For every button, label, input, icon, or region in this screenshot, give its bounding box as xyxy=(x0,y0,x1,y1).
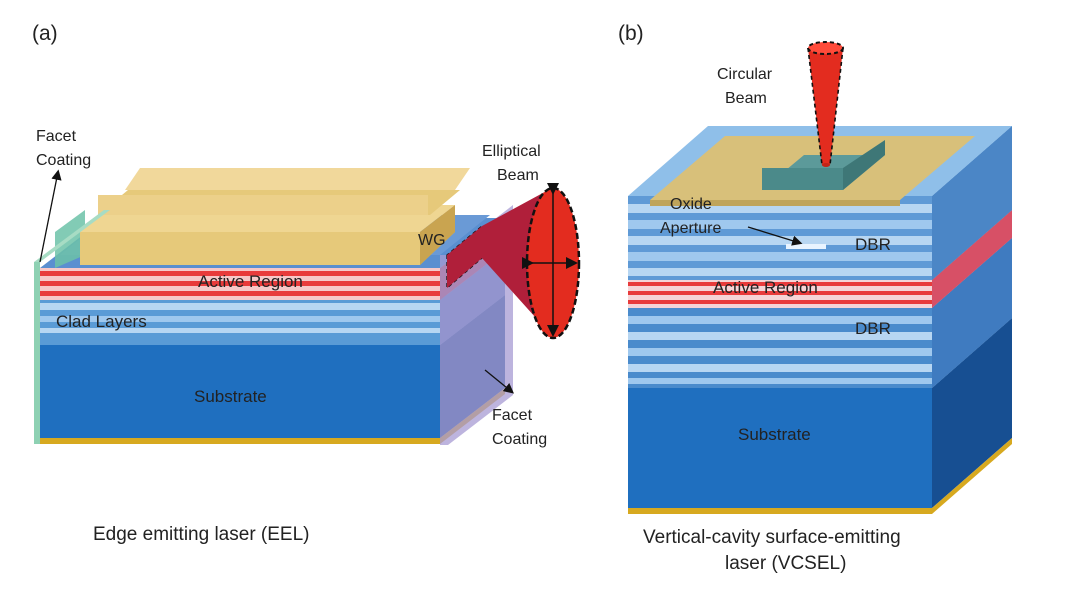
circular-beam-label-1: Circular xyxy=(717,66,773,83)
vcsel-substrate-label: Substrate xyxy=(738,425,811,444)
eel-substrate-label: Substrate xyxy=(194,387,267,406)
panel-a: (a) xyxy=(32,22,581,545)
elliptical-beam-label-2: Beam xyxy=(497,167,539,184)
panel-a-caption: Edge emitting laser (EEL) xyxy=(93,524,310,545)
clad-layers-label: Clad Layers xyxy=(56,312,147,331)
eel-active-region-label: Active Region xyxy=(198,272,303,291)
wg-label: WG xyxy=(418,232,446,249)
circular-beam xyxy=(807,41,844,167)
oxide-aperture-mark xyxy=(786,244,826,249)
eel-facet-coating-left-top xyxy=(34,210,110,262)
vcsel-active-region-label: Active Region xyxy=(713,278,818,297)
eel-substrate-front xyxy=(40,345,440,438)
panel-b-tag: (b) xyxy=(618,22,644,45)
elliptical-beam xyxy=(447,183,581,340)
vcsel-substrate xyxy=(628,318,1012,514)
eel-facet-coating-left xyxy=(34,262,40,444)
dbr-bottom-label: DBR xyxy=(855,319,891,338)
facet-coating-bottom-label-1: Facet xyxy=(492,407,533,424)
facet-coating-top-arrow xyxy=(39,169,62,263)
panel-b: (b) xyxy=(618,22,1012,574)
facet-coating-bottom-label-2: Coating xyxy=(492,431,547,448)
facet-coating-top-label-2: Coating xyxy=(36,152,91,169)
eel-ridge-contacts xyxy=(80,168,470,265)
oxide-aperture-arrow xyxy=(747,226,803,246)
vcsel-bottom-dbr xyxy=(628,238,1012,388)
circular-beam-top xyxy=(807,41,844,55)
panel-b-caption-2: laser (VCSEL) xyxy=(725,553,846,574)
oxide-aperture-label-1: Oxide xyxy=(670,196,712,213)
facet-coating-top-label-1: Facet xyxy=(36,128,77,145)
circular-beam-label-2: Beam xyxy=(725,90,767,107)
panel-b-caption-1: Vertical-cavity surface-emitting xyxy=(643,527,901,548)
vcsel-emission-pad xyxy=(762,140,885,190)
panel-a-tag: (a) xyxy=(32,22,58,45)
dbr-top-label: DBR xyxy=(855,235,891,254)
elliptical-beam-label-1: Elliptical xyxy=(482,143,541,160)
facet-coating-bottom-arrow xyxy=(484,369,515,394)
eel-gold-base xyxy=(40,388,505,444)
oxide-aperture-label-2: Aperture xyxy=(660,220,721,237)
